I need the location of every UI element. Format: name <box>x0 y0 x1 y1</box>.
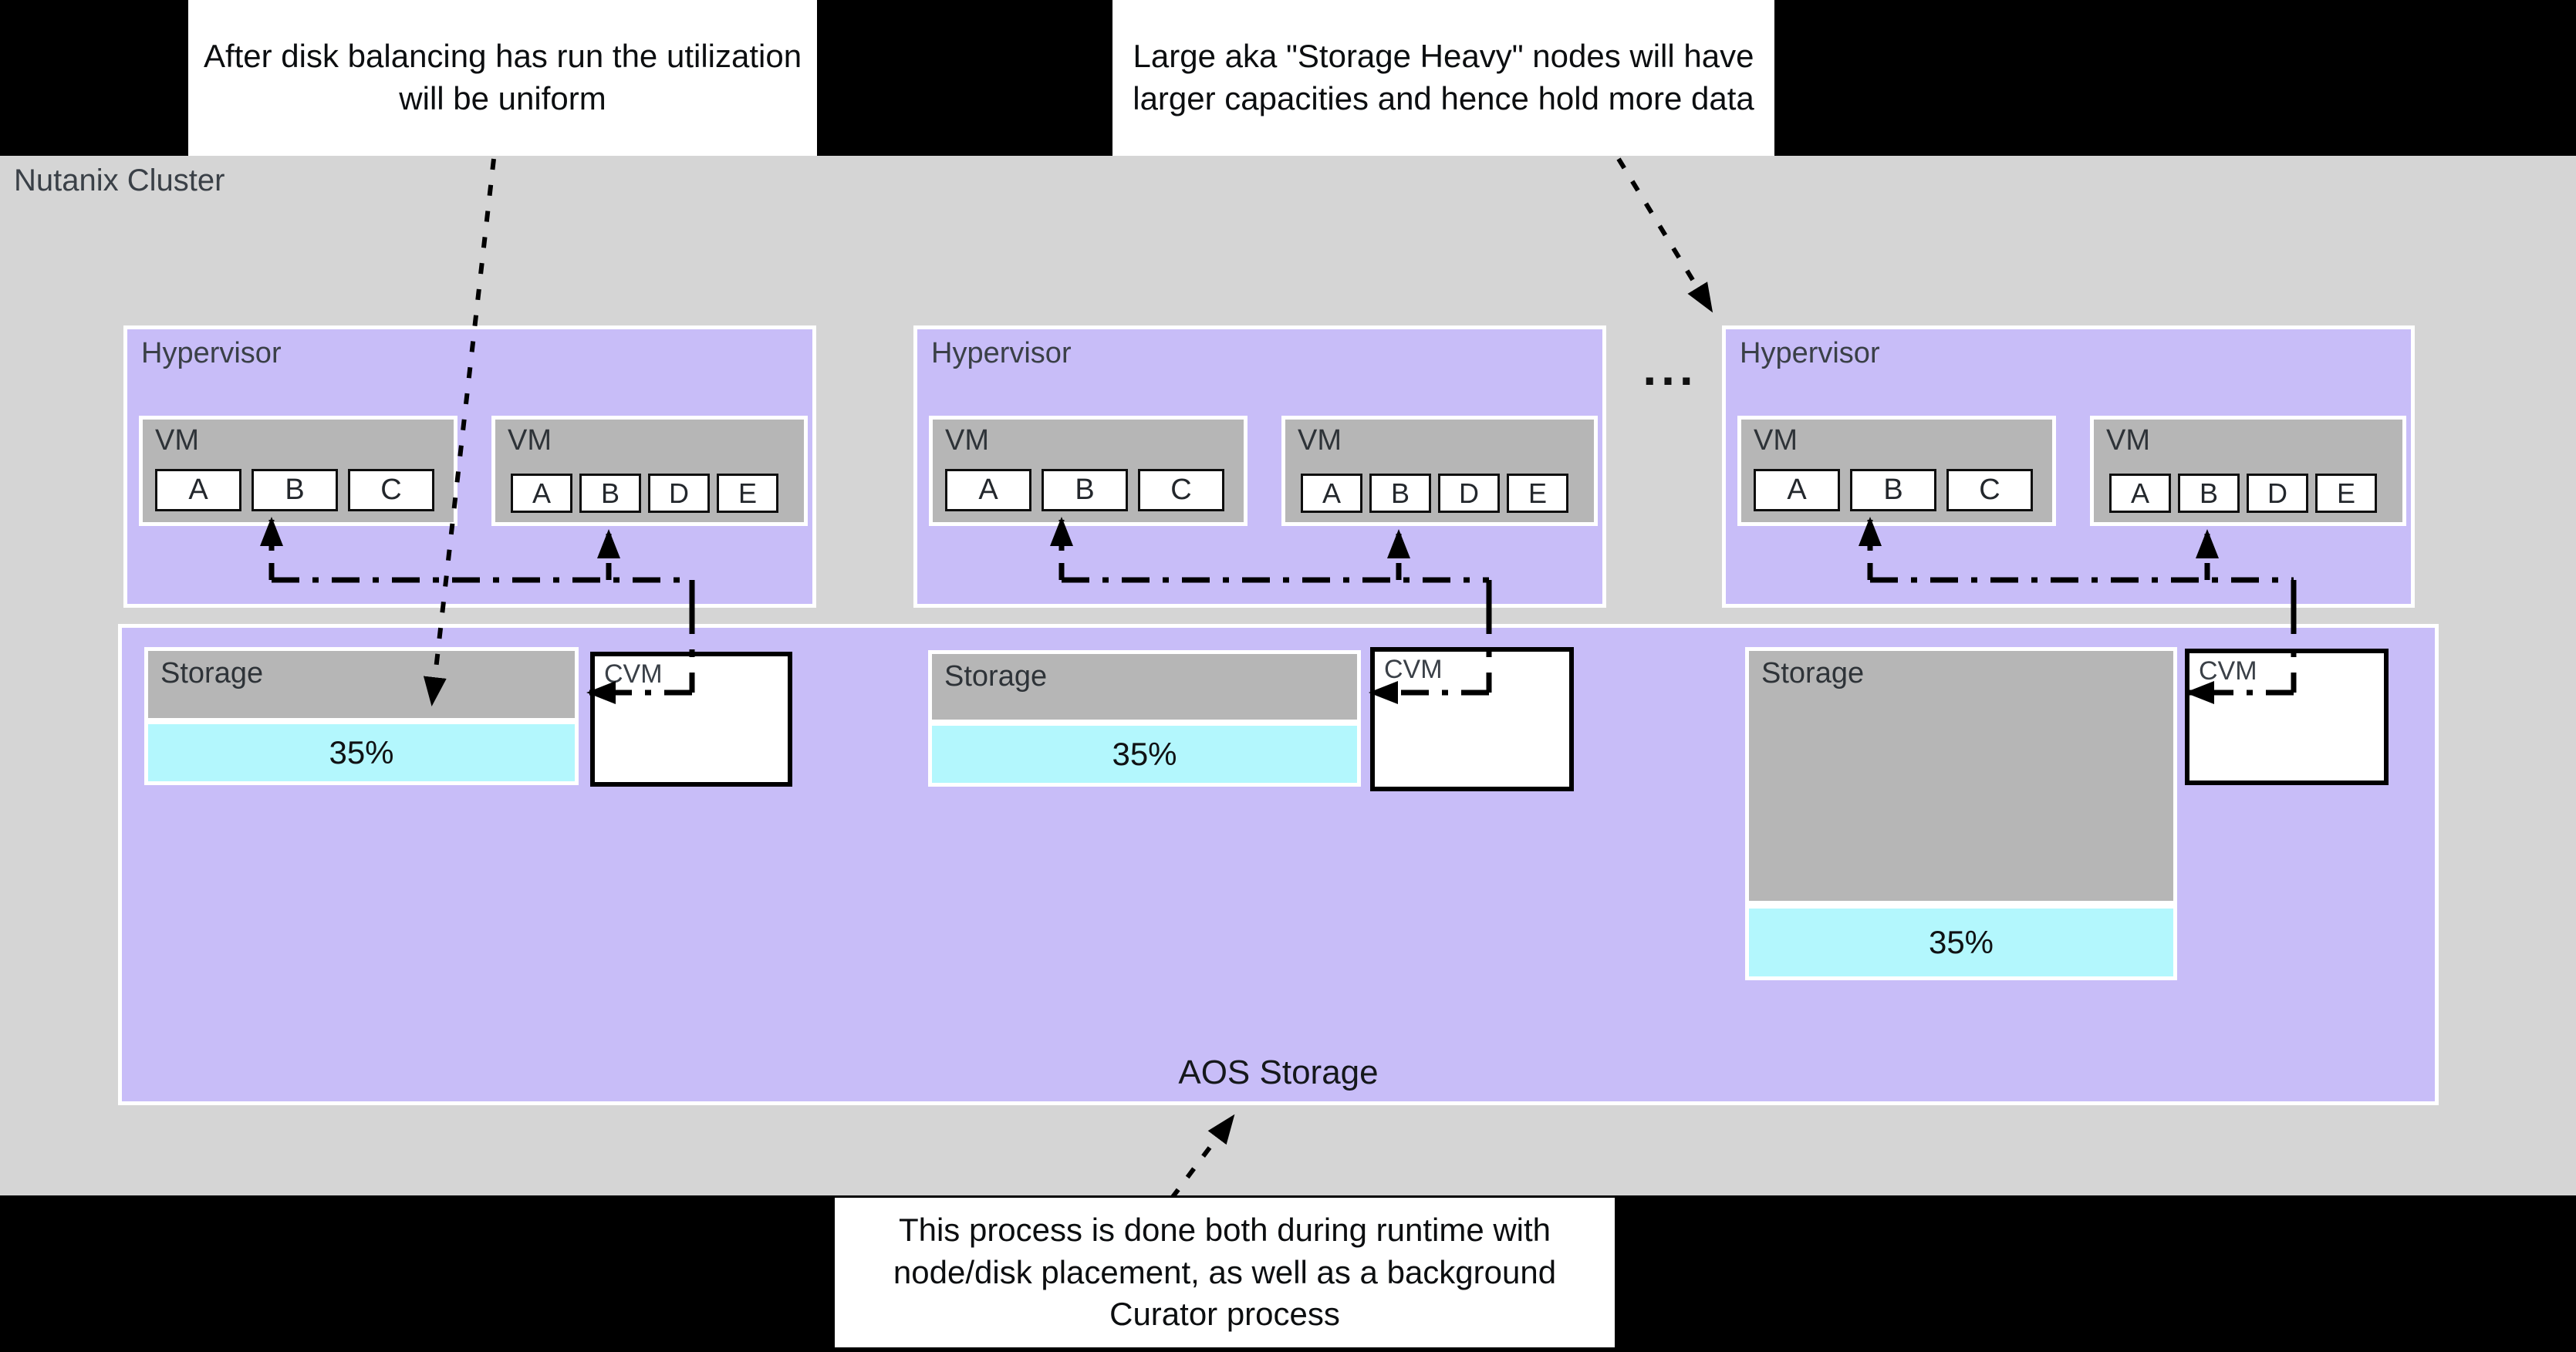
vm-label: VM <box>508 424 552 457</box>
vdisk: D <box>2247 474 2308 513</box>
vdisk: A <box>155 469 241 511</box>
vdisk: C <box>1138 469 1224 511</box>
cvm-box-2: CVM <box>1370 647 1574 791</box>
hypervisor-node-3: Hypervisor VM A B C VM A B D E <box>1722 325 2415 608</box>
vdisk: E <box>1507 474 1568 513</box>
vdisk-row: A B D E <box>511 474 778 513</box>
vdisk: E <box>2315 474 2377 513</box>
vm-box: VM A B D E <box>1281 416 1598 526</box>
hypervisor-label: Hypervisor <box>141 337 282 369</box>
storage-box-1: Storage 35% <box>144 647 579 785</box>
cvm-box-3: CVM <box>2185 649 2389 785</box>
vdisk-row: A B C <box>1754 469 2033 511</box>
storage-label: Storage <box>1761 657 1865 689</box>
more-nodes-ellipsis: ... <box>1642 340 1698 396</box>
vdisk: A <box>1754 469 1840 511</box>
vm-label: VM <box>155 424 199 457</box>
callout-curator-process: This process is done both during runtime… <box>835 1198 1615 1347</box>
storage-utilization: 35% <box>148 724 575 781</box>
vdisk: B <box>579 474 641 513</box>
storage-label: Storage <box>944 660 1048 693</box>
vdisk: B <box>252 469 338 511</box>
vdisk-row: A B C <box>155 469 434 511</box>
storage-header: Storage <box>932 654 1357 720</box>
vm-box: VM A B C <box>929 416 1247 526</box>
storage-header: Storage <box>1749 651 2173 901</box>
vdisk: A <box>511 474 572 513</box>
vdisk: D <box>648 474 710 513</box>
storage-box-3-large: Storage 35% <box>1745 647 2177 980</box>
vm-label: VM <box>1754 424 1798 457</box>
hypervisor-label: Hypervisor <box>1740 337 1880 369</box>
vm-box: VM A B D E <box>491 416 808 526</box>
hypervisor-node-1: Hypervisor VM A B C VM A B D E <box>123 325 816 608</box>
vdisk: C <box>1946 469 2033 511</box>
vdisk: D <box>1438 474 1500 513</box>
vdisk-row: A B D E <box>2109 474 2377 513</box>
vm-label: VM <box>2106 424 2150 457</box>
cvm-label: CVM <box>604 659 663 689</box>
vdisk: A <box>1301 474 1362 513</box>
vdisk: A <box>2109 474 2171 513</box>
cluster-title: Nutanix Cluster <box>14 164 225 197</box>
vdisk-row: A B C <box>945 469 1224 511</box>
vdisk-row: A B D E <box>1301 474 1568 513</box>
vm-box: VM A B C <box>139 416 457 526</box>
storage-box-2: Storage 35% <box>928 650 1361 787</box>
storage-label: Storage <box>160 657 264 689</box>
aos-storage-label: AOS Storage <box>1178 1054 1379 1091</box>
hypervisor-label: Hypervisor <box>931 337 1072 369</box>
vdisk: E <box>717 474 778 513</box>
vdisk: B <box>1369 474 1431 513</box>
vm-label: VM <box>945 424 989 457</box>
callout-storage-heavy: Large aka "Storage Heavy" nodes will hav… <box>1112 0 1774 156</box>
vdisk: B <box>2178 474 2240 513</box>
cvm-label: CVM <box>1384 655 1443 684</box>
vm-box: VM A B C <box>1737 416 2056 526</box>
hypervisor-node-2: Hypervisor VM A B C VM A B D E <box>913 325 1606 608</box>
vdisk: A <box>945 469 1031 511</box>
vdisk: B <box>1850 469 1936 511</box>
storage-utilization: 35% <box>1749 909 2173 976</box>
vm-label: VM <box>1298 424 1342 457</box>
vdisk: C <box>348 469 434 511</box>
cvm-box-1: CVM <box>590 652 792 787</box>
aos-storage-container: Storage 35% CVM Storage 35% CVM Storage … <box>118 624 2439 1105</box>
cvm-label: CVM <box>2199 656 2257 686</box>
vm-box: VM A B D E <box>2090 416 2406 526</box>
callout-disk-balancing: After disk balancing has run the utiliza… <box>188 0 817 156</box>
vdisk: B <box>1042 469 1128 511</box>
storage-header: Storage <box>148 651 575 718</box>
storage-utilization: 35% <box>932 726 1357 783</box>
